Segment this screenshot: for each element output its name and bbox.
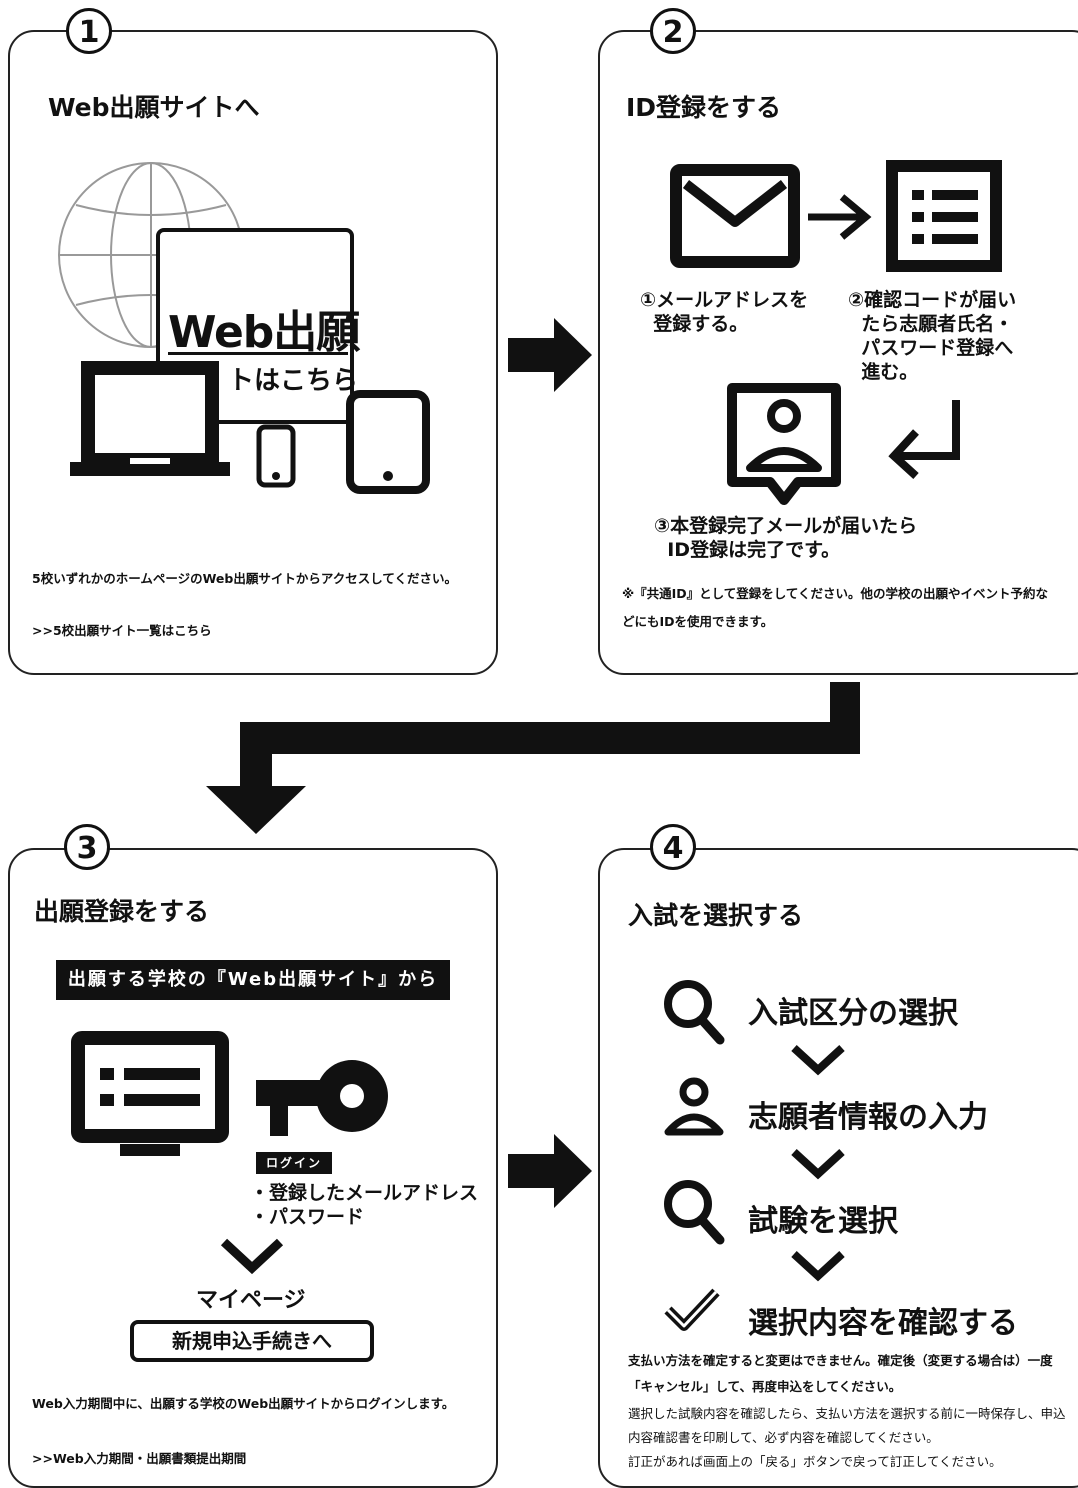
login-item-password: ・パスワード [250,1206,365,1228]
step2-title: ID登録をする [626,93,782,122]
step2-note: ※『共通ID』として登録をしてください。他の学校の出願やイベント予約などにもID… [622,586,1049,629]
login-item-email: ・登録したメールアドレス [250,1182,479,1204]
flow-step-exam-category: 入試区分の選択 [748,996,958,1031]
web-banner-underline [168,352,348,355]
arrow-right-small-icon [808,194,872,240]
login-tag-text: ログイン [265,1156,322,1170]
step3-period-link[interactable]: >>Web入力期間・出願書類提出期間 [32,1451,247,1466]
arrow-down-elbow-icon [206,682,860,834]
chevron-down-icon [791,1251,845,1282]
new-application-button[interactable]: 新規申込手続きへ [130,1320,374,1362]
web-banner-sub-text: トはこちら [228,366,359,396]
checkmark-icon [664,1288,720,1331]
chevron-down-icon [791,1149,845,1180]
new-application-button-label: 新規申込手続きへ [172,1329,332,1353]
user-id-icon [727,383,841,505]
step1-description: 5校いずれかのホームページのWeb出願サイトからアクセスしてください。 [32,571,457,586]
search-icon [664,980,725,1045]
chevron-down-icon [220,1238,284,1275]
step1-sites-link[interactable]: >>5校出願サイト一覧はこちら [32,623,212,638]
step4-note1: 支払い方法を確定すると変更はできません。確定後（変更する場合は）一度「キャンセル… [628,1353,1053,1394]
step4-title: 入試を選択する [628,901,804,930]
step1-number: 1 [66,8,112,54]
person-icon [664,1077,724,1136]
step3-banner: 出願する学校の『Web出願サイト』から [56,960,450,1000]
flow-step-applicant-info: 志願者情報の入力 [748,1100,988,1135]
step3-number: 3 [64,824,110,870]
laptop-icon [70,361,230,476]
web-banner-big-text: Web出願 [168,307,360,358]
monitor-icon [71,1031,229,1156]
form-list-icon [886,160,1002,272]
step4-note2: 選択した試験内容を確認したら、支払い方法を選択する前に一時保存し、申込内容確認書… [628,1406,1066,1469]
chevron-down-icon [791,1045,845,1076]
arrow-right-icon [508,318,592,392]
step2-number: 2 [650,8,696,54]
flow-step-confirm: 選択内容を確認する [748,1306,1018,1341]
step3-title: 出願登録をする [34,897,210,926]
flow-step-select-exam: 試験を選択 [748,1204,898,1239]
envelope-icon [670,164,800,268]
smartphone-icon [256,424,296,488]
key-icon [256,1060,388,1136]
arrow-right-icon [508,1134,592,1208]
mypage-label: マイページ [196,1288,306,1313]
step2-sub1: ①メールアドレスを 登録する。 [640,289,809,335]
login-tag: ログイン [256,1152,332,1174]
step3-description: Web入力期間中に、出願する学校のWeb出願サイトからログインします。 [32,1396,455,1411]
return-arrow-icon [888,400,960,479]
tablet-icon [346,390,430,494]
step1-title: Web出願サイトへ [48,93,260,122]
step2-sub3: ③本登録完了メールが届いたら ID登録は完了です。 [654,515,918,561]
step3-banner-text: 出願する学校の『Web出願サイト』から [67,969,439,990]
step4-number: 4 [650,824,696,870]
step2-sub2: ②確認コードが届い たら志願者氏名・ パスワード登録へ 進む。 [848,289,1017,383]
step2-card [598,30,1078,675]
search-icon [664,1180,725,1245]
step4-card [598,848,1078,1488]
